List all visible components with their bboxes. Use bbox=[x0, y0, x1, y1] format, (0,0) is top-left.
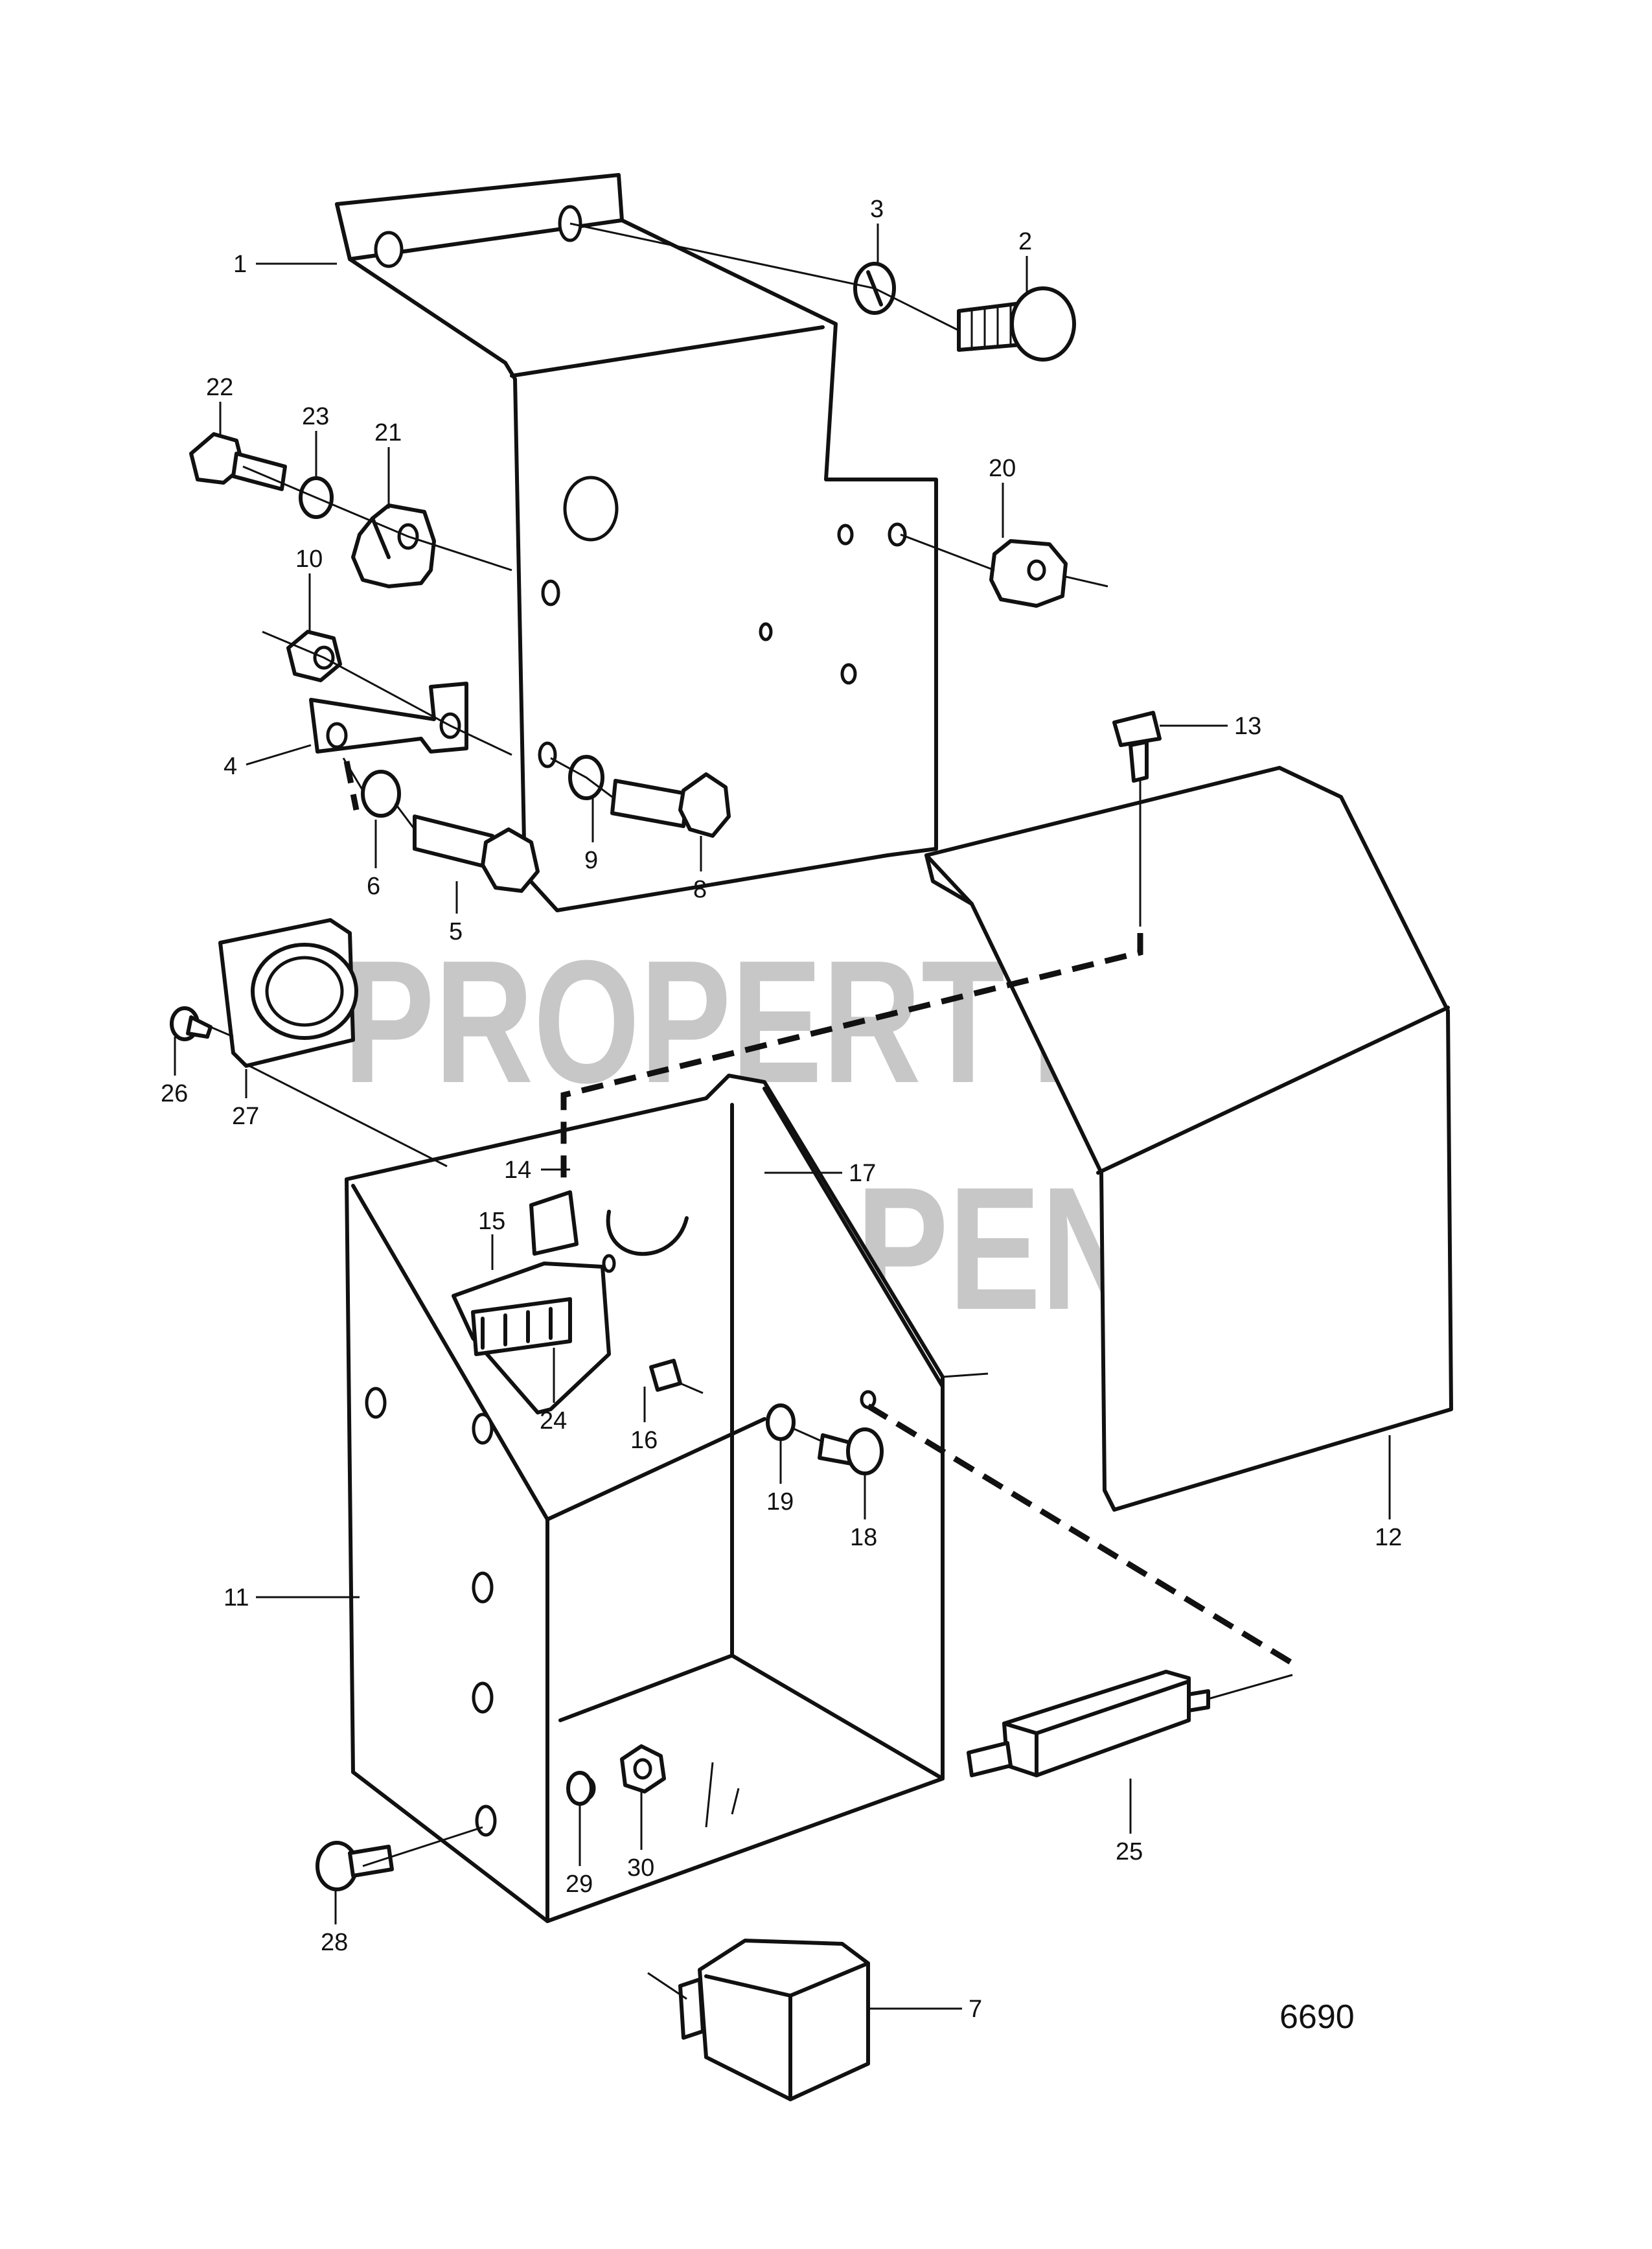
callout-6: 6 bbox=[367, 873, 380, 900]
callout-17: 17 bbox=[849, 1160, 876, 1187]
callout-29: 29 bbox=[566, 1871, 593, 1898]
box-cover bbox=[924, 766, 1453, 1512]
hex-nut-30 bbox=[620, 1744, 666, 1793]
angle-bracket bbox=[309, 682, 468, 754]
callout-13: 13 bbox=[1234, 713, 1261, 740]
terminal-strip bbox=[471, 1297, 572, 1356]
mounting-bracket bbox=[335, 173, 938, 912]
callout-9: 9 bbox=[584, 847, 598, 874]
dashed-assembly-paths bbox=[343, 761, 1298, 1668]
lock-washer-29 bbox=[566, 1771, 593, 1806]
callout-25: 25 bbox=[1116, 1838, 1143, 1865]
callout-14: 14 bbox=[504, 1157, 531, 1184]
box-housing bbox=[345, 1074, 945, 1923]
hex-bolt-22 bbox=[189, 432, 287, 491]
callout-21: 21 bbox=[374, 419, 402, 446]
callout-7: 7 bbox=[969, 1996, 982, 2023]
callout-20: 20 bbox=[989, 455, 1016, 482]
relay-unit-25 bbox=[967, 1670, 1210, 1777]
callout-11: 11 bbox=[224, 1584, 249, 1611]
callout-16: 16 bbox=[630, 1427, 658, 1454]
cover-screw bbox=[1112, 711, 1162, 783]
callout-5: 5 bbox=[449, 918, 463, 945]
screw-28 bbox=[315, 1841, 394, 1891]
knob-screw bbox=[957, 286, 1076, 362]
callout-1: 1 bbox=[233, 251, 247, 278]
callout-23: 23 bbox=[302, 403, 329, 430]
callout-27: 27 bbox=[232, 1103, 259, 1130]
callout-2: 2 bbox=[1018, 228, 1032, 255]
callout-15: 15 bbox=[478, 1208, 505, 1235]
callout-28: 28 bbox=[321, 1929, 348, 1956]
callout-leaders bbox=[174, 224, 1391, 2010]
drawing-code: 6690 bbox=[1279, 1998, 1355, 2036]
lock-washer-6 bbox=[361, 770, 401, 818]
callout-numbers: 1 2 3 4 5 6 7 8 9 10 11 12 13 14 15 16 1… bbox=[161, 196, 1402, 2023]
callout-8: 8 bbox=[693, 876, 707, 903]
lock-washer-19 bbox=[766, 1403, 796, 1441]
callout-18: 18 bbox=[850, 1524, 877, 1551]
hex-nut-10 bbox=[286, 630, 342, 682]
callout-12: 12 bbox=[1375, 1524, 1402, 1551]
screw-16 bbox=[649, 1359, 682, 1392]
screw-18 bbox=[818, 1427, 884, 1475]
cable-clamp bbox=[351, 503, 436, 588]
hex-bolt-8 bbox=[610, 772, 731, 838]
callout-24: 24 bbox=[540, 1407, 567, 1435]
callout-19: 19 bbox=[766, 1488, 794, 1516]
flange-screw-26 bbox=[170, 1006, 212, 1041]
callout-10: 10 bbox=[295, 546, 323, 573]
callout-30: 30 bbox=[627, 1854, 654, 1882]
callout-3: 3 bbox=[870, 196, 884, 223]
relay-7 bbox=[678, 1939, 870, 2101]
callout-4: 4 bbox=[224, 753, 237, 780]
grommet-flange bbox=[218, 918, 358, 1068]
spacer-bushing bbox=[989, 539, 1068, 608]
callout-26: 26 bbox=[161, 1080, 188, 1107]
callout-22: 22 bbox=[206, 374, 233, 401]
hex-bolt-5 bbox=[413, 814, 540, 893]
assembly-lines bbox=[210, 222, 1293, 2000]
